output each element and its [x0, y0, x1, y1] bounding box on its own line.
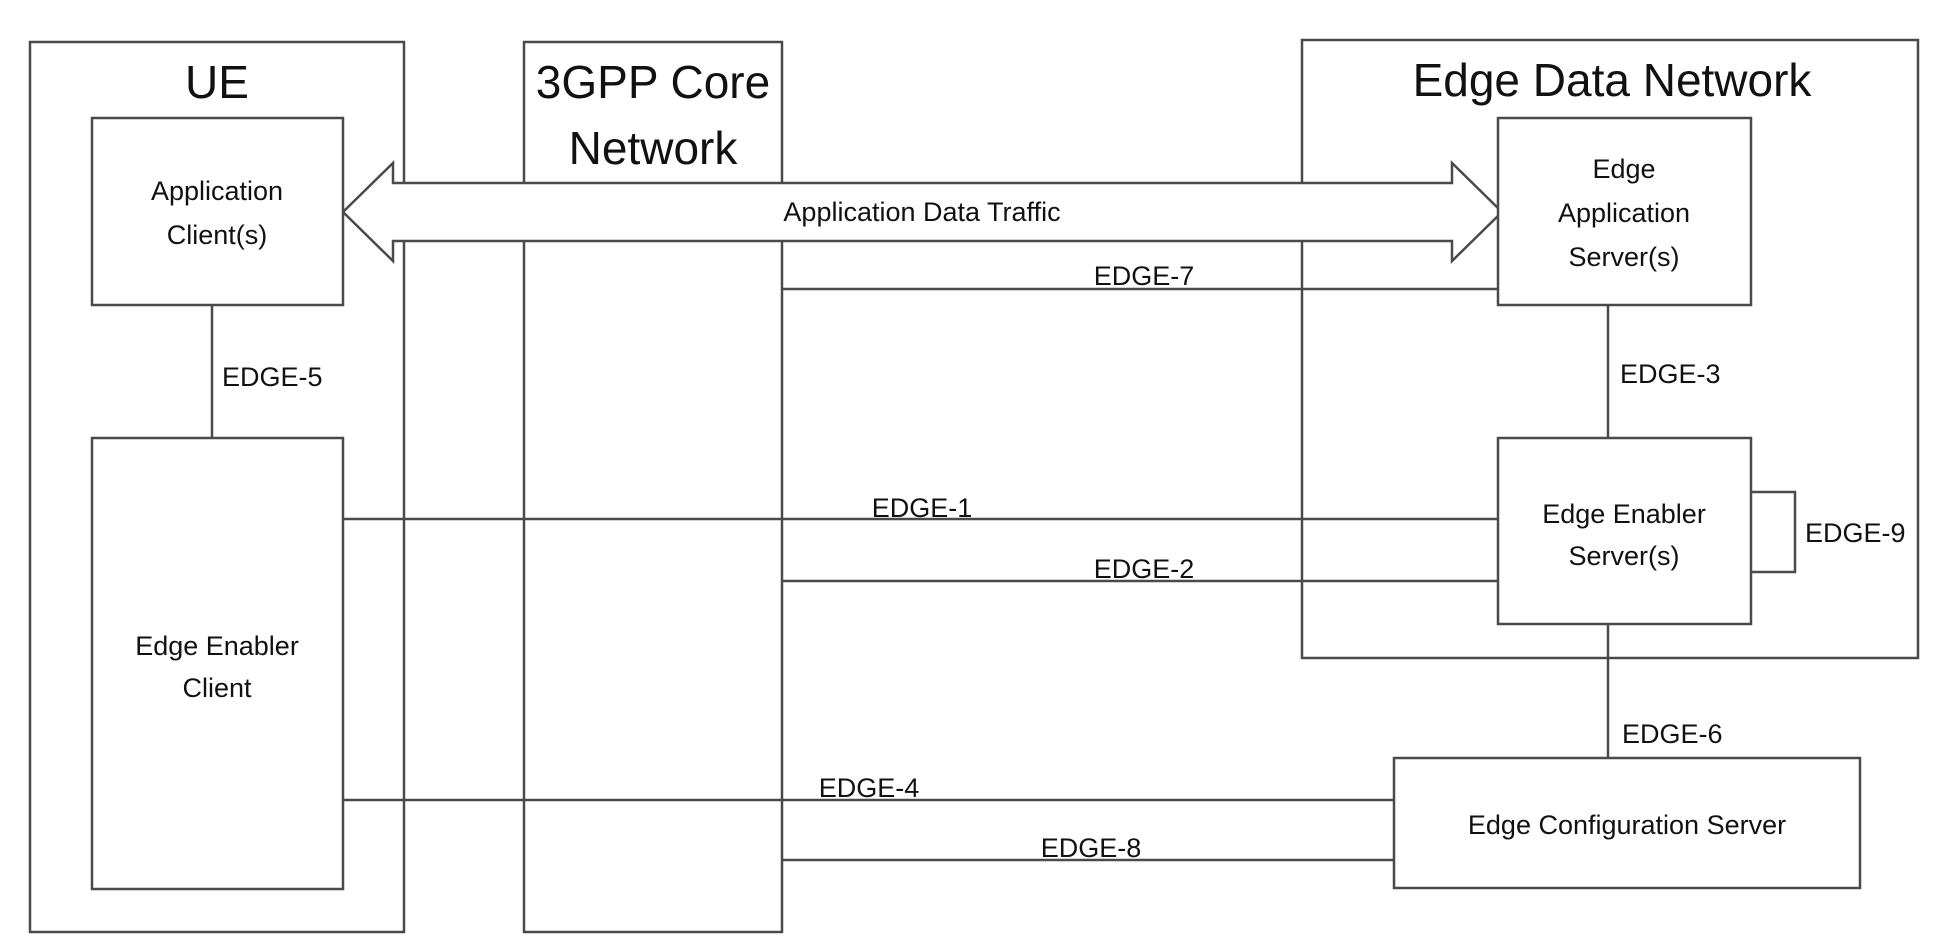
- eas-label-line3: Server(s): [1568, 242, 1679, 272]
- core-network-container: 3GPP Core Network: [522, 40, 784, 934]
- edge1-label: EDGE-1: [872, 493, 973, 523]
- edge4-label: EDGE-4: [819, 773, 920, 803]
- edge-data-network-title: Edge Data Network: [1413, 54, 1813, 106]
- ees-label-line2: Server(s): [1568, 541, 1679, 571]
- application-client-box: Application Client(s): [90, 116, 345, 307]
- application-data-traffic-arrow: Application Data Traffic: [341, 160, 1504, 264]
- edge7-label: EDGE-7: [1094, 261, 1195, 291]
- edge2-label: EDGE-2: [1094, 554, 1195, 584]
- application-client-label-line2: Client(s): [167, 220, 268, 250]
- traffic-label: Application Data Traffic: [783, 197, 1060, 227]
- ees-label-line1: Edge Enabler: [1542, 499, 1706, 529]
- edge8-label: EDGE-8: [1041, 833, 1142, 863]
- eas-label-line2: Application: [1558, 198, 1690, 228]
- core-network-title-line1: 3GPP Core: [536, 56, 770, 108]
- edge-enabler-server-box: Edge Enabler Server(s): [1496, 436, 1753, 626]
- ue-container: UE: [28, 40, 406, 934]
- interface-labels: EDGE-5 EDGE-7 EDGE-3 EDGE-1 EDGE-2 EDGE-…: [222, 261, 1906, 863]
- edge-application-server-box: Edge Application Server(s): [1496, 116, 1753, 307]
- ecs-label: Edge Configuration Server: [1468, 810, 1786, 840]
- edge-enabler-client-label-line2: Client: [182, 673, 252, 703]
- edge9-loop: [1752, 490, 1797, 574]
- application-client-label-line1: Application: [151, 176, 283, 206]
- edge9-label: EDGE-9: [1805, 518, 1906, 548]
- edge3-label: EDGE-3: [1620, 359, 1721, 389]
- edge6-label: EDGE-6: [1622, 719, 1723, 749]
- edge-enabler-client-label-line1: Edge Enabler: [135, 631, 299, 661]
- edge-data-network-container: Edge Data Network: [1300, 38, 1920, 660]
- edge-configuration-server-box: Edge Configuration Server: [1392, 756, 1862, 890]
- connection-lines: [210, 287, 1797, 862]
- core-network-title-line2: Network: [569, 122, 739, 174]
- ue-title: UE: [185, 56, 249, 108]
- eas-label-line1: Edge: [1592, 154, 1655, 184]
- edge5-label: EDGE-5: [222, 362, 323, 392]
- edge-enabler-client-box: Edge Enabler Client: [90, 436, 345, 891]
